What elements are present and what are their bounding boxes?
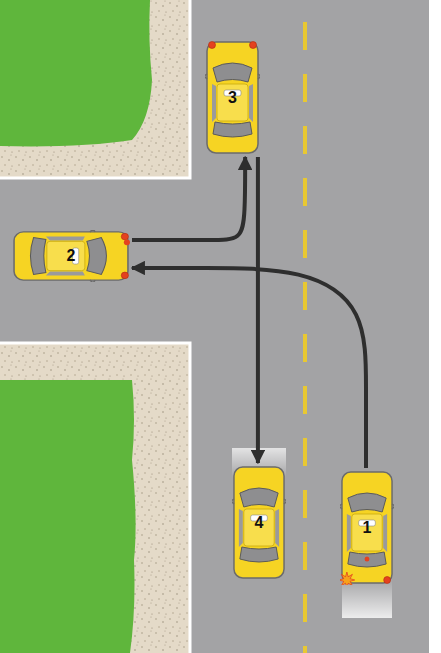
grass (0, 0, 152, 146)
light (121, 233, 128, 240)
road (0, 0, 429, 653)
windshield (213, 63, 252, 82)
taxi-car: 1 (340, 470, 394, 585)
roof (352, 514, 382, 551)
taxi-car: 4 (232, 465, 286, 580)
callout-number: 1 (363, 519, 372, 537)
callout-number: 3 (228, 89, 237, 107)
taxi-car: 3 (205, 40, 260, 155)
windshield (348, 493, 386, 512)
car-body (14, 232, 128, 280)
rear-window (213, 122, 252, 137)
car-body (342, 472, 392, 583)
side-window (239, 509, 279, 547)
path-arrow (132, 268, 366, 468)
rear-window (30, 238, 45, 275)
brake-light (365, 557, 370, 562)
roof (47, 241, 85, 270)
curb (0, 0, 190, 178)
turn-signal (124, 239, 130, 245)
light (209, 42, 216, 49)
flashing-signal (340, 572, 355, 585)
grass (0, 380, 136, 653)
light (250, 42, 257, 49)
light (121, 272, 128, 279)
curb (0, 343, 190, 653)
roof (217, 84, 248, 121)
path-arrow (256, 157, 260, 463)
rear-window (348, 552, 386, 567)
windshield (240, 488, 278, 507)
number-holder: 4 (232, 465, 286, 580)
center-line (303, 22, 307, 653)
path-arrow (132, 157, 245, 240)
car-body (207, 42, 258, 153)
side-window (212, 84, 253, 122)
side-window (46, 237, 85, 276)
windshield (87, 238, 106, 275)
sidewalk (0, 0, 190, 178)
callout-number: 2 (67, 247, 76, 265)
number-holder: 2 (12, 230, 130, 282)
roof (244, 509, 274, 546)
taxi-car: 2 (12, 230, 130, 282)
car-body (234, 467, 284, 578)
callout-number: 4 (255, 514, 264, 532)
number-holder: 3 (205, 40, 260, 155)
light (384, 577, 391, 584)
rear-window (240, 547, 278, 562)
sidewalk (0, 343, 190, 653)
side-window (347, 514, 387, 552)
number-holder: 1 (340, 470, 394, 585)
